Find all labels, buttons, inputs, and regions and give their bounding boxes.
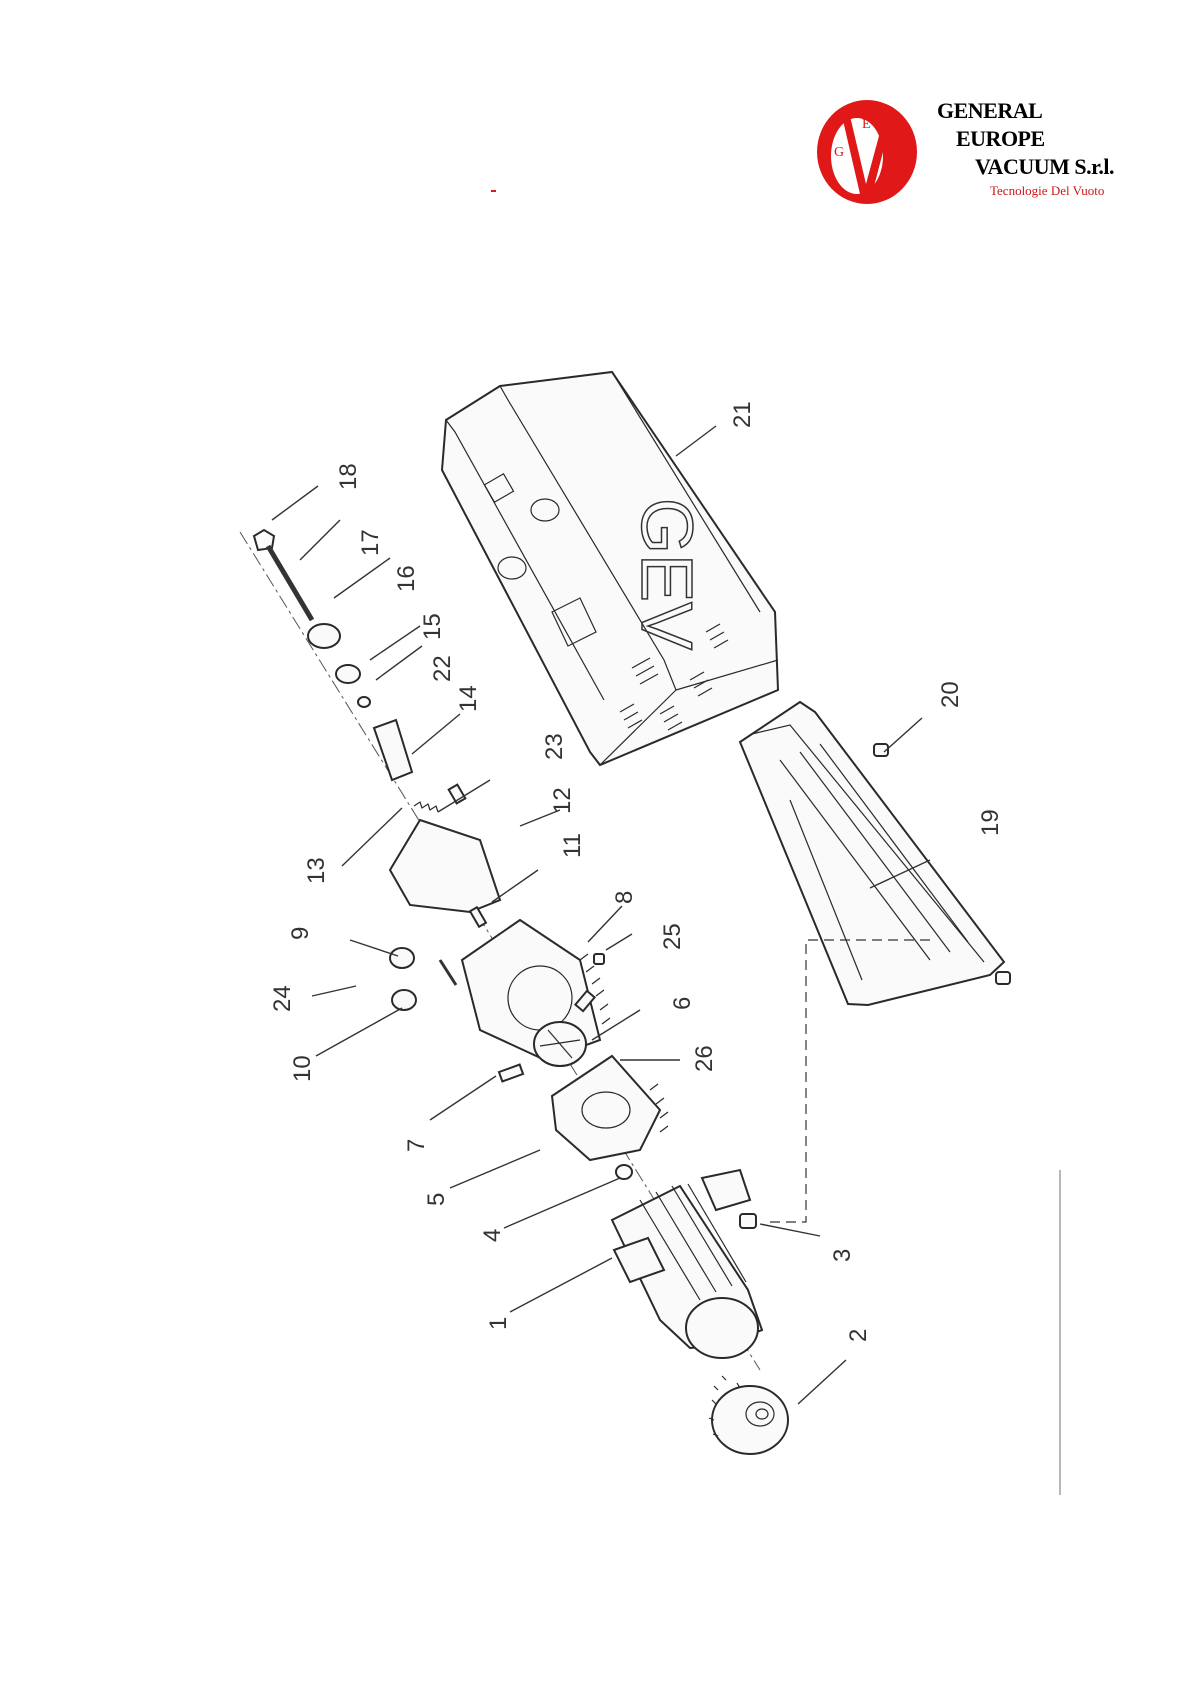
label-part-6: 6 — [669, 997, 696, 1010]
label-part-25: 25 — [659, 923, 686, 950]
label-part-9: 9 — [287, 927, 314, 940]
label-part-12: 12 — [549, 787, 576, 814]
part-1-motor — [612, 1170, 762, 1358]
part-11-pin — [470, 907, 486, 927]
part-22-washer — [358, 697, 370, 707]
label-part-18: 18 — [335, 463, 362, 490]
label-part-21: 21 — [729, 401, 756, 428]
label-part-2: 2 — [845, 1329, 872, 1342]
housing-gev-lettering: GEV — [626, 498, 706, 650]
part-5-flange — [552, 1056, 668, 1160]
part-7-vane — [499, 1065, 523, 1082]
label-part-26: 26 — [691, 1045, 718, 1072]
part-4-seal — [616, 1165, 632, 1179]
part-6-rotor — [534, 1022, 586, 1066]
part-24-screw — [440, 960, 456, 985]
label-part-16: 16 — [393, 565, 420, 592]
part-12-end-cover — [390, 820, 500, 912]
label-part-8: 8 — [611, 891, 638, 904]
label-part-7: 7 — [403, 1139, 430, 1152]
part-13-spring — [414, 802, 438, 812]
label-part-15: 15 — [419, 613, 446, 640]
label-part-13: 13 — [303, 857, 330, 884]
part-17-threaded-rod — [268, 546, 312, 620]
label-part-14: 14 — [455, 685, 482, 712]
label-part-3: 3 — [829, 1249, 856, 1262]
part-3-foot — [740, 1214, 756, 1228]
part-16-cap — [308, 624, 340, 648]
label-part-17: 17 — [357, 529, 384, 556]
part-9-valve — [390, 948, 414, 968]
part-2-fan — [709, 1376, 788, 1454]
label-part-19: 19 — [977, 809, 1004, 836]
part-25-bolt — [594, 954, 604, 964]
label-part-10: 10 — [289, 1055, 316, 1082]
part-14-filter — [374, 720, 412, 780]
label-part-4: 4 — [479, 1229, 506, 1242]
label-part-22: 22 — [429, 655, 456, 682]
part-15-oring — [336, 665, 360, 683]
label-part-23: 23 — [541, 733, 568, 760]
label-part-1: 1 — [485, 1317, 512, 1330]
label-part-24: 24 — [269, 985, 296, 1012]
label-part-11: 11 — [559, 833, 586, 858]
part-19-base-plate — [740, 702, 1004, 1005]
part-21-cover-housing: GEV — [442, 372, 778, 765]
part-10-valve — [392, 990, 416, 1010]
label-part-5: 5 — [423, 1193, 450, 1206]
label-part-20: 20 — [937, 681, 964, 708]
